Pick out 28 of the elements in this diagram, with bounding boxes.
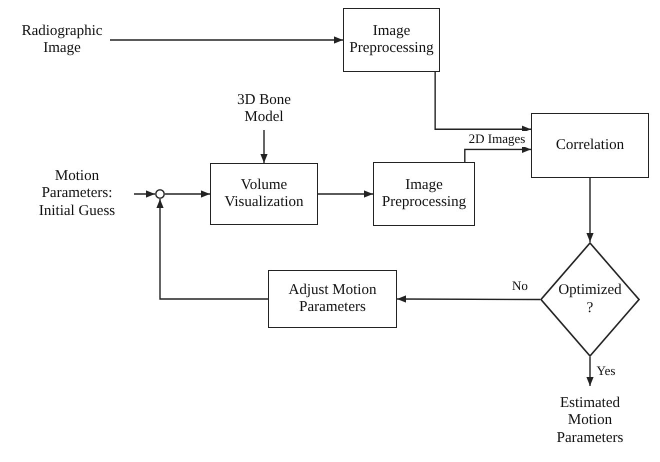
node-text: Image Preprocessing <box>348 22 435 58</box>
node-text: Optimized ? <box>557 282 623 317</box>
arrow <box>318 190 373 198</box>
arrow <box>260 130 268 163</box>
arrow <box>464 146 531 162</box>
node-text: Motion Parameters: Initial Guess <box>38 168 116 220</box>
summing-junction <box>155 189 165 199</box>
arrow <box>586 178 594 242</box>
process-box <box>268 270 397 328</box>
node-text: Image Preprocessing <box>380 176 468 212</box>
process-box <box>210 163 318 225</box>
process-box <box>531 113 649 178</box>
arrow <box>397 295 540 303</box>
arrow <box>134 190 155 198</box>
node-text: Estimated Motion Parameters <box>556 395 624 447</box>
arrow <box>165 190 210 198</box>
node-text: Correlation <box>556 136 624 154</box>
node-text: 3D Bone Model <box>236 92 292 126</box>
process-box <box>373 162 475 226</box>
arrow <box>586 357 594 386</box>
process-box <box>343 8 440 72</box>
node-text: Volume Visualization <box>223 176 305 212</box>
arrow <box>110 36 343 44</box>
node-text: Radiographic Image <box>20 22 104 58</box>
node-text: Adjust Motion Parameters <box>288 282 378 316</box>
edge-label: 2D Images <box>466 131 528 147</box>
arrow <box>434 72 531 133</box>
arrow <box>156 199 268 300</box>
